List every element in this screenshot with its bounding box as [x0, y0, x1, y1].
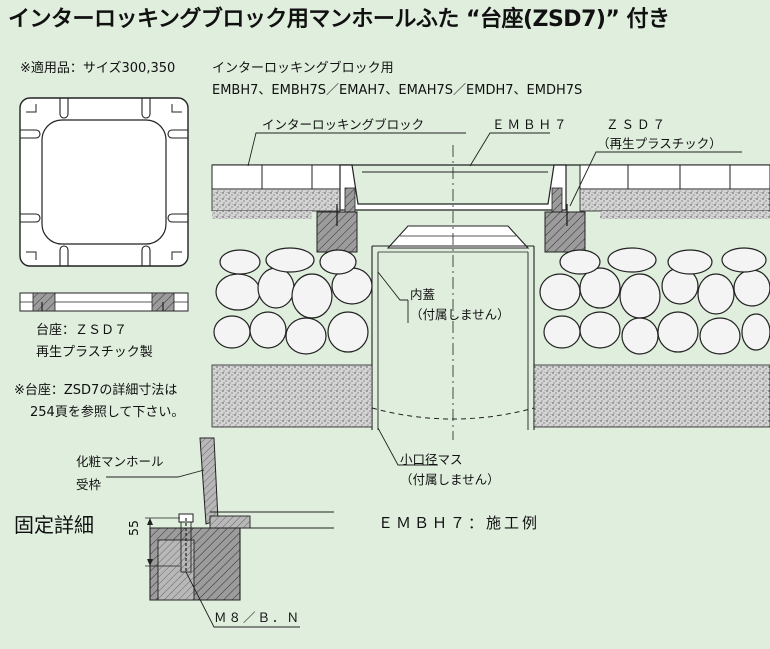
frame-label-line1: 化粧マンホール: [76, 454, 164, 469]
frame-label-line2: 受枠: [76, 477, 102, 492]
callout-small-box: 小口径マス: [400, 452, 463, 467]
base-material: 再生プラスチック製: [36, 345, 153, 360]
page-title: インターロッキングブロック用マンホールふた “台座(ZSD7)” 付き: [8, 7, 670, 32]
bolt-label: Ｍ８／Ｂ．Ｎ: [214, 610, 302, 625]
callout-embh7: ＥＭＢＨ７: [492, 117, 570, 132]
dimension-55: 55: [126, 520, 141, 536]
base-ref-line1: ※台座：ZSD7の詳細寸法は: [14, 383, 178, 398]
callout-interlocking-block: インターロッキングブロック: [262, 117, 425, 132]
main-section: [211, 132, 770, 466]
callout-zsd7: ＺＳＤ７: [606, 117, 669, 132]
base-label: 台座：ＺＳＤ７: [36, 323, 128, 338]
plan-view-cover: [19, 97, 189, 267]
base-ref-line2: 254頁を参照して下さい。: [30, 405, 185, 420]
example-caption: ＥＭＢＨ７：施工例: [378, 514, 541, 532]
applicable-size: ※適用品：サイズ300,350: [20, 61, 176, 76]
block-for-label: インターロッキングブロック用: [212, 61, 394, 76]
fixing-detail: [106, 437, 334, 628]
callout-inner-lid: 内蓋: [410, 287, 436, 302]
model-list: EMBH7、EMBH7S／EMAH7、EMAH7S／EMDH7、EMDH7S: [212, 83, 583, 98]
callout-small-box-note: （付属しません）: [400, 472, 500, 487]
fixing-detail-heading: 固定詳細: [14, 513, 94, 537]
callout-recycled-plastic: （再生プラスチック）: [597, 136, 722, 151]
base-section-small: [19, 292, 189, 312]
callout-inner-lid-note: （付属しません）: [410, 307, 510, 322]
